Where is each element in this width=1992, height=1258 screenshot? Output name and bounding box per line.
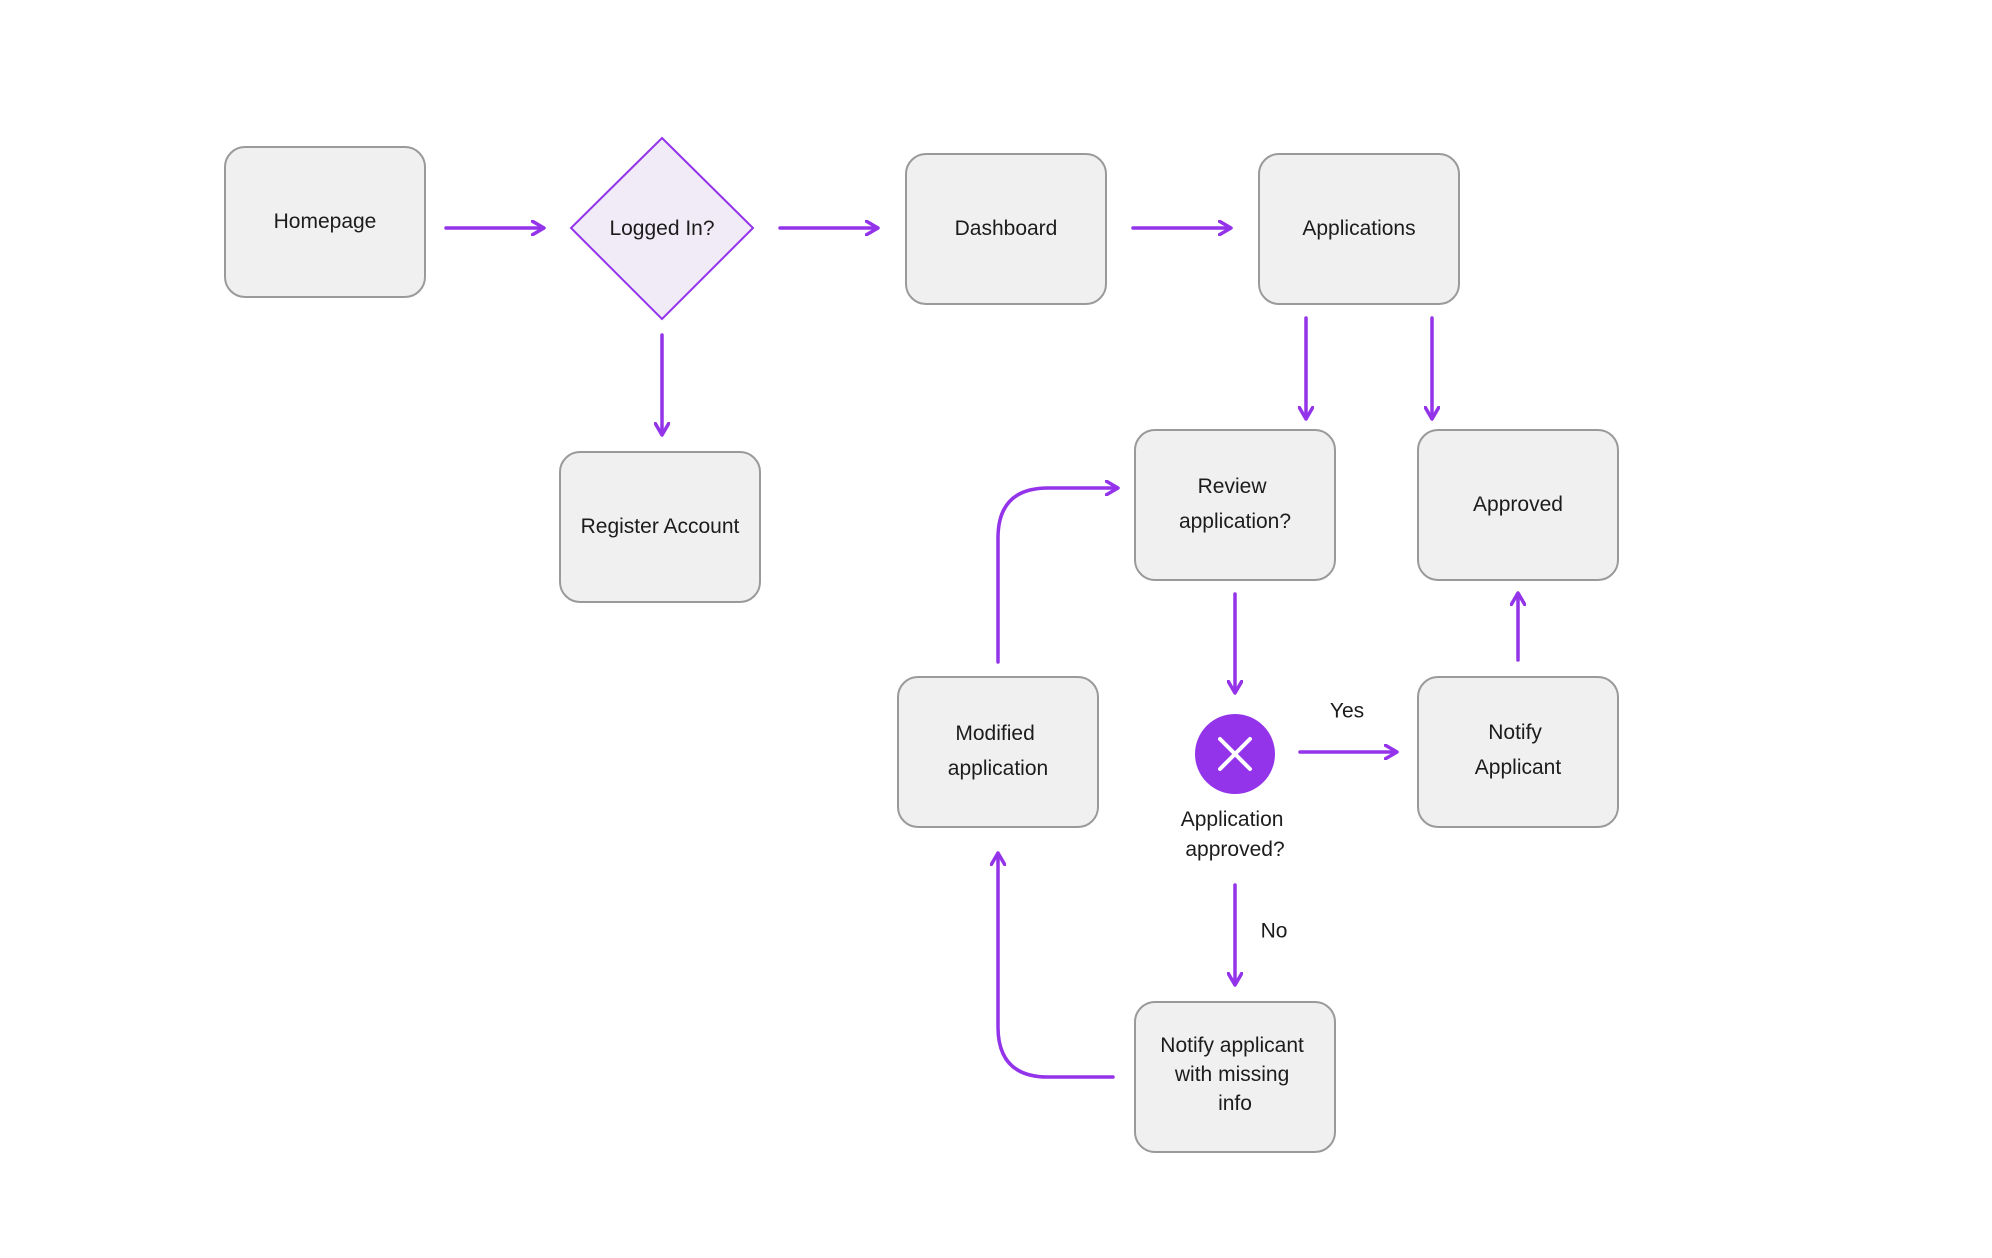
homepage-label: Homepage (274, 210, 377, 233)
connectors (444, 228, 1518, 1079)
logged-in-label: Logged In? (609, 217, 714, 240)
notify-missing-info-node[interactable]: Notify applicant with missing info (1134, 1001, 1336, 1153)
review-application-node[interactable]: Review application? (1134, 429, 1336, 581)
yes-label: Yes (1330, 700, 1364, 723)
dashboard-label: Dashboard (955, 217, 1058, 240)
modified-application-node[interactable]: Modified application (897, 676, 1099, 828)
arrow-notify-missing-info-to-modified (998, 854, 1115, 1079)
approved-node[interactable]: Approved (1417, 429, 1619, 581)
application-approved-label: Application approved? (1181, 808, 1290, 861)
logged-in-decision[interactable]: Logged In? (569, 136, 755, 321)
homepage-node[interactable]: Homepage (224, 146, 426, 298)
close-icon (1195, 714, 1275, 794)
no-label: No (1261, 920, 1288, 943)
modified-application-label: Modified application (948, 722, 1048, 780)
notify-applicant-node[interactable]: Notify Applicant (1417, 676, 1619, 828)
notify-missing-info-label: Notify applicant with missing info (1160, 1034, 1309, 1115)
review-application-label: Review application? (1179, 475, 1291, 533)
application-approved-decision[interactable]: Application approved? (1181, 714, 1290, 861)
register-account-node[interactable]: Register Account (559, 451, 761, 603)
dashboard-node[interactable]: Dashboard (905, 153, 1107, 305)
register-account-label: Register Account (581, 515, 740, 538)
applications-node[interactable]: Applications (1258, 153, 1460, 305)
notify-applicant-label: Notify Applicant (1475, 721, 1562, 779)
applications-label: Applications (1302, 217, 1415, 240)
approved-label: Approved (1473, 493, 1563, 516)
arrow-modified-to-review (996, 488, 1117, 664)
